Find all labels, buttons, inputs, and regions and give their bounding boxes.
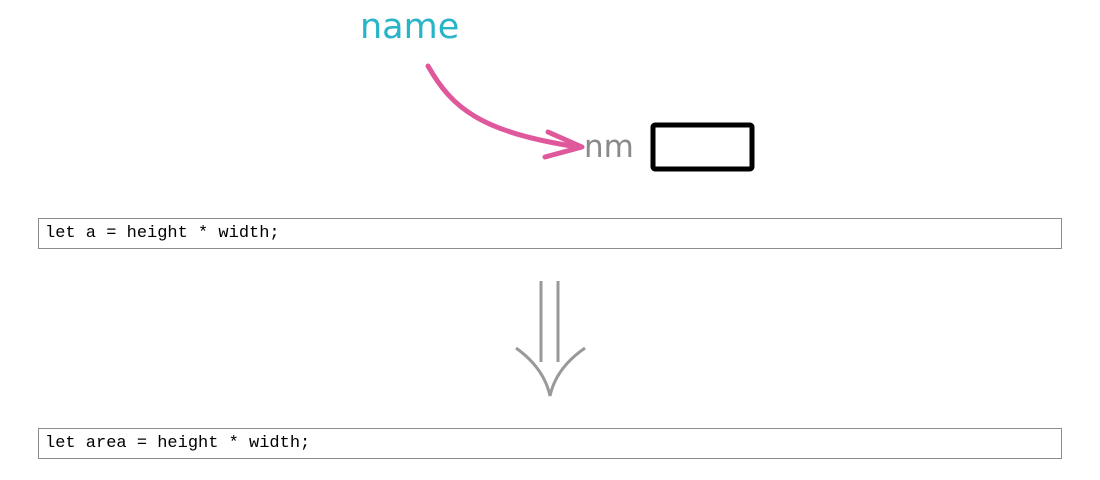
double-line-down-arrow-icon <box>515 281 586 397</box>
code-after: let area = height * width; <box>38 428 1062 459</box>
name-label: name <box>360 7 459 47</box>
abbrev-label: nm <box>584 129 634 165</box>
curved-arrow-icon <box>425 63 585 160</box>
code-before: let a = height * width; <box>38 218 1062 249</box>
variable-box <box>650 122 755 172</box>
